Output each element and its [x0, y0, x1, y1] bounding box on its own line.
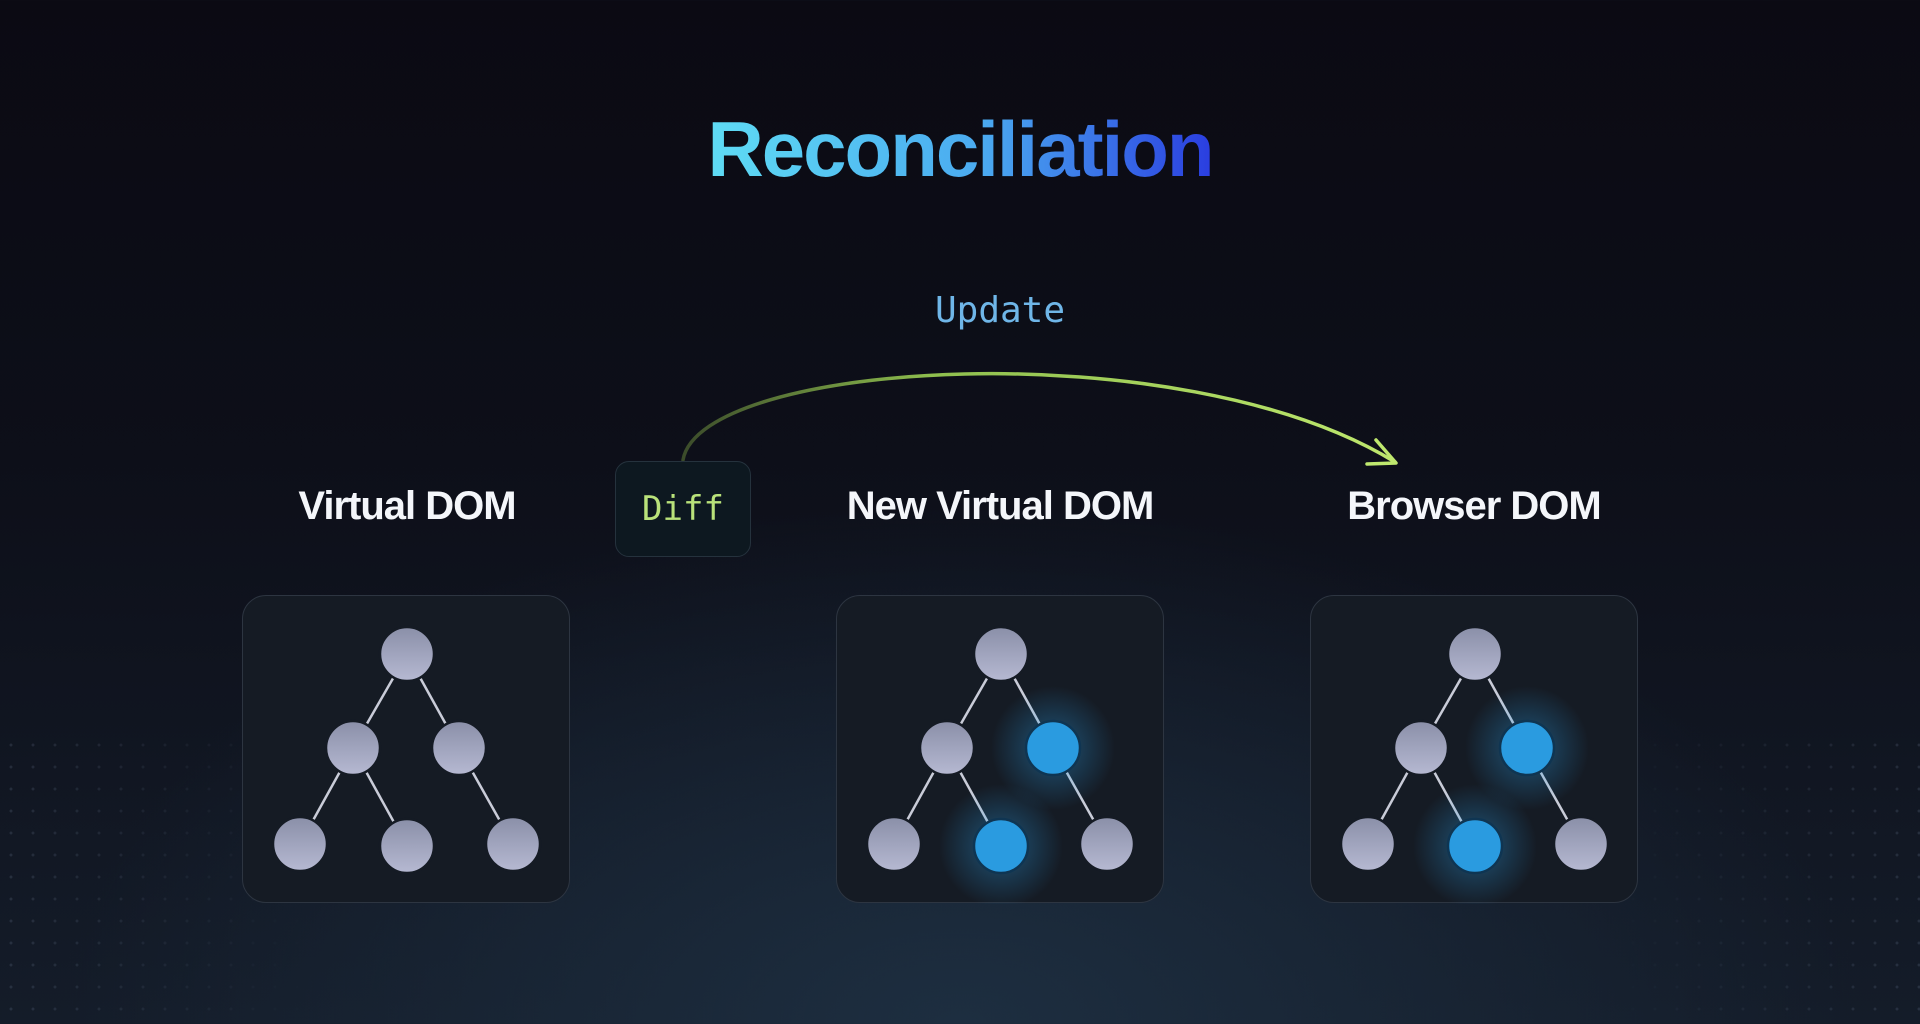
tree-diagram	[271, 625, 542, 875]
node-middle-leaf	[378, 817, 436, 875]
node-middle-leaf-changed	[1446, 817, 1504, 875]
tree-panel-browser-dom	[1310, 595, 1638, 904]
node-right-leaf	[484, 815, 542, 873]
update-label: Update	[934, 290, 1066, 331]
diff-label: Diff	[642, 489, 724, 529]
tree-panel-new-virtual-dom	[836, 595, 1164, 904]
stage-label-browser-dom: Browser DOM	[1347, 484, 1602, 528]
update-arrow-path	[681, 371, 1397, 464]
stage-label-new-virtual-dom: New Virtual DOM	[846, 484, 1155, 528]
node-root	[1446, 625, 1504, 683]
dot-grid-right	[1600, 734, 1920, 1024]
node-root	[378, 625, 436, 683]
title-text: Reconciliation	[707, 105, 1214, 193]
tree-diagram	[865, 625, 1136, 904]
diff-badge: Diff	[615, 461, 751, 557]
node-left-leaf	[865, 815, 923, 873]
node-right-child	[430, 719, 488, 777]
node-right-leaf	[1552, 815, 1610, 873]
node-root	[972, 625, 1030, 683]
tree-panel-virtual-dom	[242, 595, 570, 903]
node-right-child-changed	[1024, 719, 1082, 777]
node-left-leaf	[271, 815, 329, 873]
update-arrow-head	[1365, 438, 1398, 466]
node-left-child	[918, 719, 976, 777]
node-left-child	[324, 719, 382, 777]
node-right-leaf	[1078, 815, 1136, 873]
node-middle-leaf-changed	[972, 817, 1030, 875]
tree-diagram	[1339, 625, 1610, 904]
node-left-child	[1392, 719, 1450, 777]
stage-label-virtual-dom: Virtual DOM	[298, 484, 516, 528]
node-right-child-changed	[1498, 719, 1556, 777]
page-title: Reconciliation	[0, 104, 1920, 195]
node-left-leaf	[1339, 815, 1397, 873]
